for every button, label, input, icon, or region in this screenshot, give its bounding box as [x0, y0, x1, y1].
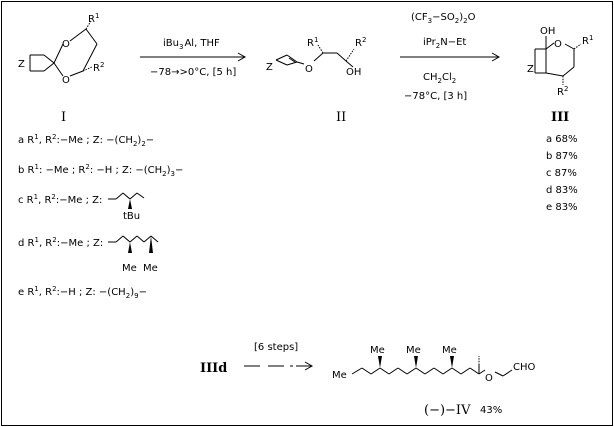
structure-IV — [351, 356, 513, 377]
yield-b: b 87% — [546, 151, 578, 162]
yield-a: a 68% — [546, 134, 578, 145]
substituent-d: d R1, R2:−Me ; Z: — [18, 236, 103, 249]
z-group-d — [108, 235, 159, 253]
me-label-IV-3: Me — [442, 345, 457, 356]
yield-e: e 83% — [546, 202, 578, 213]
step3-conditions: [6 steps] — [254, 342, 298, 353]
o-label-III: O — [554, 39, 562, 50]
yield-c: c 87% — [546, 168, 577, 179]
step1-conditions: −78→>0°C, [5 h] — [150, 67, 236, 78]
step2-solvent: CH2Cl2 — [423, 72, 456, 85]
reaction-arrow-2 — [400, 52, 501, 62]
cho-label-IV: CHO — [513, 362, 536, 373]
me-label-d1: Me — [122, 263, 137, 274]
structure-III — [534, 36, 582, 85]
z-label-II: Z — [266, 62, 273, 73]
step2-conditions: −78°C, [3 h] — [404, 91, 467, 102]
compound-label-I: I — [61, 110, 66, 125]
r1-label-II: R1 — [307, 36, 318, 49]
compound-label-IV: (−)−IV — [424, 403, 471, 418]
substituent-e: e R1, R2:−H ; Z: −(CH2)9− — [18, 285, 147, 300]
step2-reagent-1: (CF3−SO2)2O — [411, 12, 476, 25]
me-label-IV-1: Me — [370, 345, 385, 356]
reaction-arrow-3 — [244, 361, 314, 371]
substituent-a: a R1, R2:−Me ; Z: −(CH2)2− — [18, 133, 154, 148]
oh-label-II: OH — [346, 67, 361, 78]
step2-reagent-2: iPr2N−Et — [423, 37, 466, 50]
compound-label-II: II — [336, 110, 346, 125]
compound-label-IIId: IIId — [200, 361, 227, 376]
oh-label-III: OH — [540, 26, 555, 37]
structure-I — [29, 20, 98, 77]
me-label-IV-2: Me — [406, 345, 421, 356]
me-label-d2: Me — [143, 263, 158, 274]
o-label-IV: O — [485, 373, 493, 384]
step1-reagent: iBu3Al, THF — [163, 38, 220, 51]
z-group-c — [108, 192, 145, 209]
r2-label-I: R2 — [93, 61, 104, 74]
yield-IV: 43% — [480, 405, 502, 416]
structure-II — [275, 44, 355, 68]
compound-label-III: III — [551, 110, 569, 125]
r1-label-III: R1 — [582, 34, 593, 47]
o-label-II: O — [305, 64, 313, 75]
substituent-b: b R1: −Me ; R2: −H ; Z: −(CH2)3− — [18, 163, 183, 178]
r1-label-I: R1 — [88, 12, 99, 25]
r2-label-III: R2 — [557, 85, 568, 98]
z-label-I: Z — [18, 59, 25, 70]
me-label-IV-start: Me — [332, 370, 347, 381]
yield-d: d 83% — [546, 185, 578, 196]
r2-label-II: R2 — [355, 36, 366, 49]
reaction-arrow-1 — [140, 52, 247, 62]
o-label-I-bottom: O — [62, 75, 70, 86]
tbu-label-c: tBu — [123, 211, 140, 222]
o-label-I-top: O — [62, 39, 70, 50]
substituent-c: c R1, R2:−Me ; Z: — [18, 193, 102, 206]
z-label-III: Z — [527, 64, 534, 75]
